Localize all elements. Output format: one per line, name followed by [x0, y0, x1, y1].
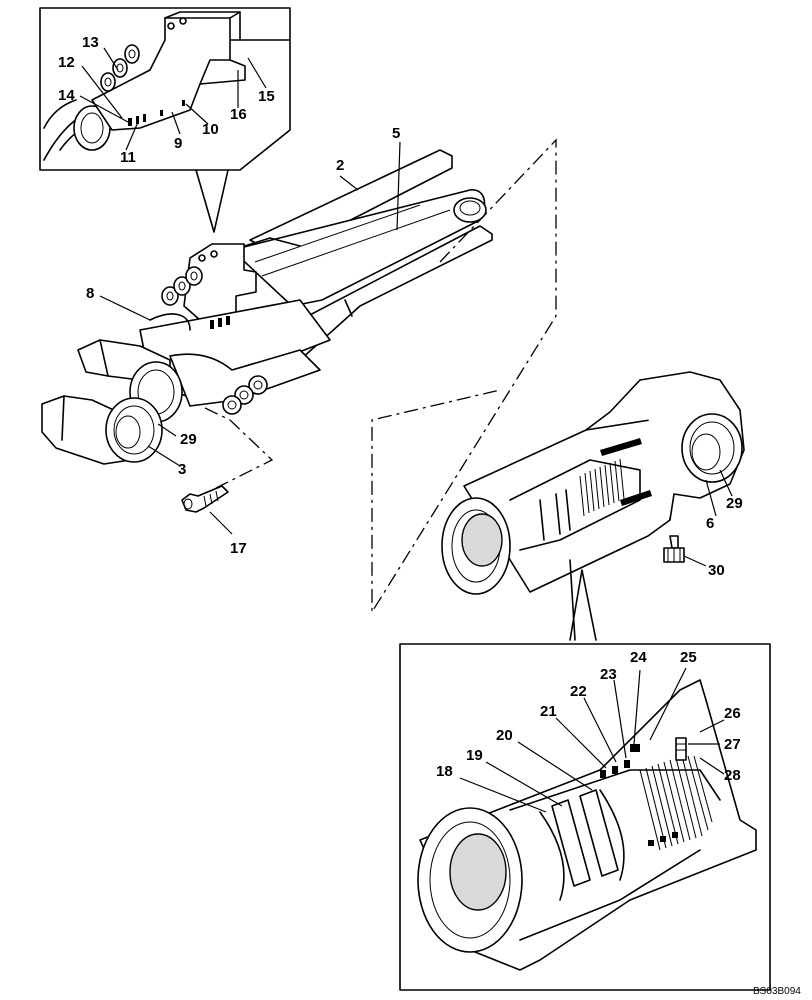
callout-11: 11: [120, 149, 136, 166]
callout-14: 14: [58, 87, 75, 104]
callout-30: 30: [708, 562, 725, 579]
callout-8: 8: [86, 285, 94, 302]
drawing-code: BS03B094: [753, 986, 801, 997]
callout-26: 26: [724, 705, 741, 722]
callout-10: 10: [202, 121, 219, 138]
callout-24: 24: [630, 649, 647, 666]
callout-23: 23: [600, 666, 617, 683]
callout-17: 17: [230, 540, 247, 557]
callout-15: 15: [258, 88, 275, 105]
callout-6: 6: [706, 515, 714, 532]
inset-piston-detail: [399, 643, 771, 991]
piston-thread-lines: [639, 755, 713, 851]
callout-labels: 13 12 14 11 9 10 16 15 2 5 8 29 3 17 29 …: [58, 34, 801, 997]
callout-13: 13: [82, 34, 99, 51]
callout-18: 18: [436, 763, 453, 780]
inset-gland-detail: [39, 7, 291, 233]
callout-27: 27: [724, 736, 741, 753]
callout-9: 9: [174, 135, 182, 152]
cylinder-assembly: [441, 371, 745, 595]
callout-29-left: 29: [180, 431, 197, 448]
callout-12: 12: [58, 54, 75, 71]
rod-assembly: [41, 141, 493, 535]
callout-19: 19: [466, 747, 483, 764]
callout-5: 5: [392, 125, 400, 142]
callout-20: 20: [496, 727, 513, 744]
thread-lines: [579, 458, 625, 517]
callout-3: 3: [178, 461, 186, 478]
callout-28: 28: [724, 767, 741, 784]
callout-16: 16: [230, 106, 247, 123]
callout-21: 21: [540, 703, 557, 720]
callout-22: 22: [570, 683, 587, 700]
callout-25: 25: [680, 649, 697, 666]
callout-29-right: 29: [726, 495, 743, 512]
callout-2: 2: [336, 157, 344, 174]
